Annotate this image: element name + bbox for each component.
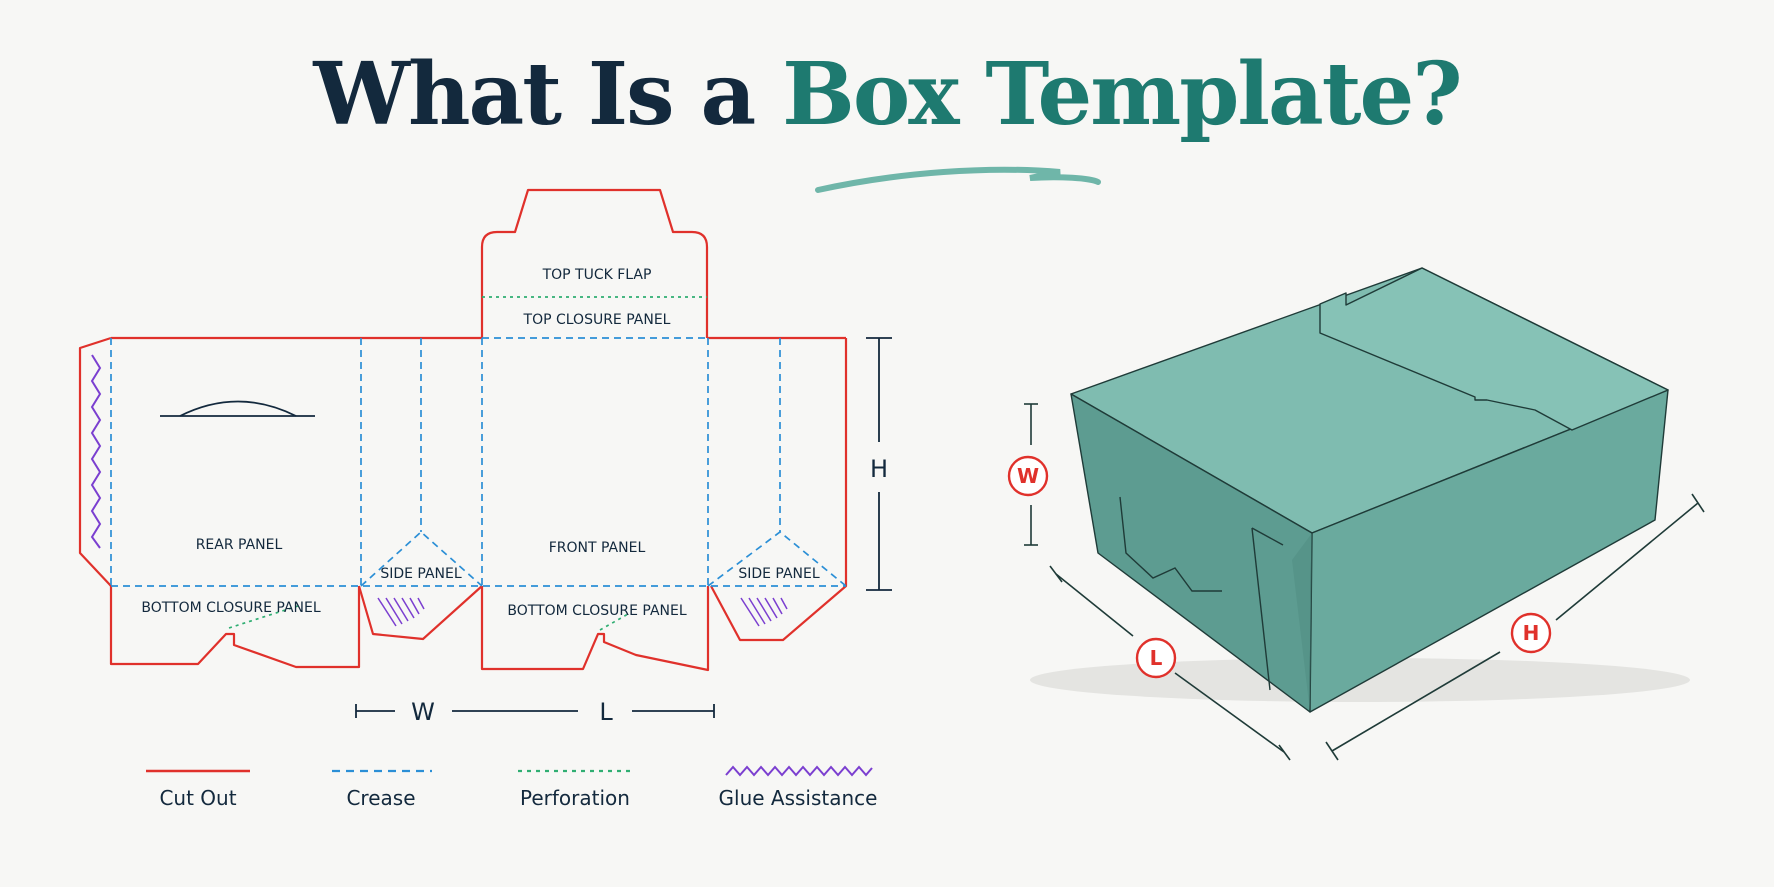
box-badge-h: H xyxy=(1523,621,1540,645)
title-underline xyxy=(815,166,1101,193)
label-top-tuck-flap: TOP TUCK FLAP xyxy=(542,267,652,283)
crease-lines xyxy=(110,337,847,587)
box-badge-l: L xyxy=(1150,646,1163,670)
box-badge-w-circle xyxy=(1007,455,1049,497)
dimension-l-label: L xyxy=(599,698,613,726)
hatch-marks xyxy=(377,597,788,627)
label-rear-panel: REAR PANEL xyxy=(196,537,283,553)
legend-cut-label: Cut Out xyxy=(159,786,236,810)
legend-glue-label: Glue Assistance xyxy=(719,786,878,810)
page-title: What Is a Box Template? xyxy=(0,52,1774,138)
cut-lines xyxy=(78,188,848,672)
glue-zigzag xyxy=(90,354,102,549)
title-part-2: Box Template? xyxy=(782,44,1462,145)
box-badge-l-circle xyxy=(1135,637,1177,679)
label-bottom-closure-right: BOTTOM CLOSURE PANEL xyxy=(507,603,686,619)
label-front-panel: FRONT PANEL xyxy=(549,540,646,556)
dimension-height xyxy=(866,337,892,591)
perforation-lines xyxy=(228,296,707,631)
dimension-width-length xyxy=(355,704,715,718)
label-top-closure-panel: TOP CLOSURE PANEL xyxy=(523,312,671,328)
legend-glue-swatch xyxy=(725,765,873,777)
box-badge-w: W xyxy=(1017,464,1039,488)
title-part-1: What Is a xyxy=(313,44,783,145)
dieline: TOP TUCK FLAP TOP CLOSURE PANEL REAR PAN… xyxy=(78,188,892,726)
label-side-panel-left: SIDE PANEL xyxy=(380,566,462,582)
label-bottom-closure-left: BOTTOM CLOSURE PANEL xyxy=(141,600,320,616)
label-side-panel-right: SIDE PANEL xyxy=(738,566,820,582)
legend-crease-label: Crease xyxy=(346,786,415,810)
box-illustration: W L H xyxy=(1007,267,1705,761)
thumb-notch xyxy=(160,400,315,417)
dimension-w-label: W xyxy=(411,698,435,726)
legend: Cut Out Crease Perforation Glue Assistan… xyxy=(146,765,878,810)
dimension-h-label: H xyxy=(870,455,888,483)
box-badge-h-circle xyxy=(1510,612,1552,654)
legend-perforation-label: Perforation xyxy=(520,786,630,810)
